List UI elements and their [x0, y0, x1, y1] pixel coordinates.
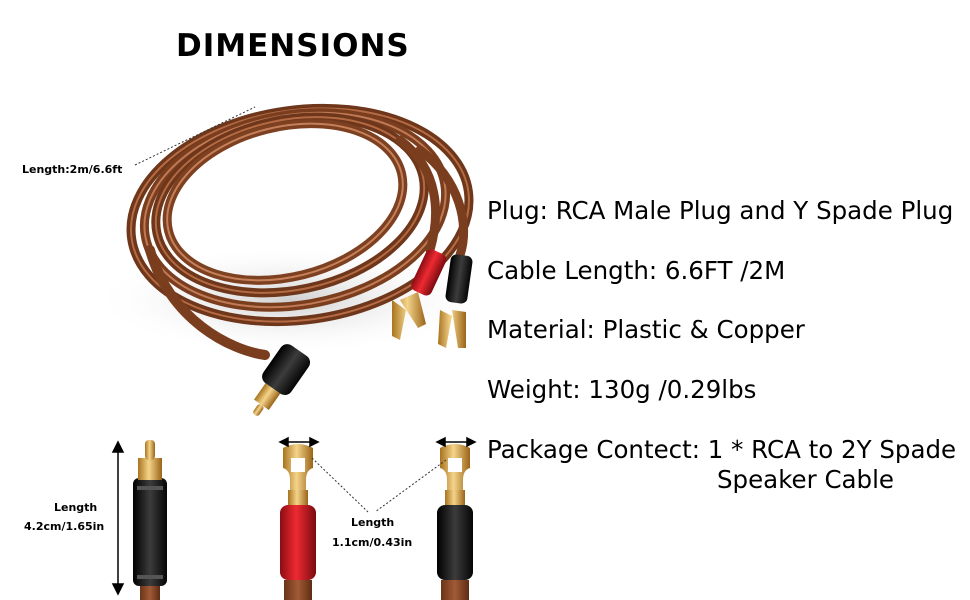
rca-length-value: 4.2cm/1.65in — [24, 520, 105, 533]
spec-weight: Weight: 130g /0.29lbs — [487, 375, 757, 404]
cable-length-label: Length:2m/6.6ft — [22, 163, 123, 176]
spec-package-line1: Package Contect: 1 * RCA to 2Y Spade — [487, 435, 957, 464]
black-spade-closeup — [437, 444, 473, 600]
coil-black-spade-plug — [438, 254, 473, 348]
spec-package-line2: Speaker Cable — [717, 465, 894, 494]
rca-length-title: Length — [54, 501, 98, 514]
rca-dimension-arrow — [111, 440, 125, 596]
spade-length-leaders — [311, 457, 447, 513]
red-spade-closeup — [280, 444, 316, 600]
coiled-cable — [126, 103, 474, 360]
spade-width-arrows — [278, 436, 477, 448]
coil-rca-plug — [253, 344, 311, 416]
rca-plug-closeup — [133, 440, 167, 600]
page-title: DIMENSIONS — [176, 28, 410, 64]
spec-material: Material: Plastic & Copper — [487, 315, 805, 344]
spec-cable-length: Cable Length: 6.6FT /2M — [487, 256, 786, 285]
spec-plug: Plug: RCA Male Plug and Y Spade Plug — [487, 196, 954, 225]
coil-red-spade-plug — [392, 249, 447, 340]
spade-length-title: Length — [351, 516, 395, 529]
spade-length-value: 1.1cm/0.43in — [332, 536, 413, 549]
